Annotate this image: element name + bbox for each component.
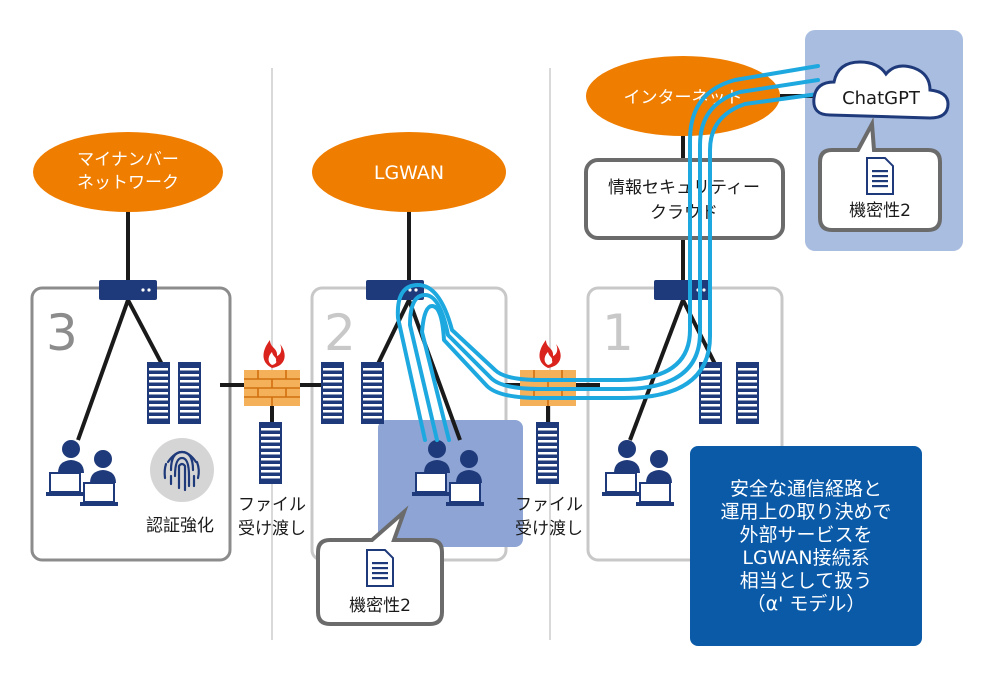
mynumber-network-label-2: ネットワーク — [77, 173, 179, 193]
document-icon — [866, 157, 894, 195]
switch-zone1 — [654, 280, 712, 300]
callout-line-5: 相当として扱う — [739, 570, 873, 592]
server-zone1-a — [699, 362, 722, 424]
zone2-doc-bubble: 機密性2 — [316, 505, 444, 626]
file-transfer-left-label-2: 受け渡し — [238, 519, 306, 539]
callout-line-2: 運用上の取り決めで — [720, 501, 892, 523]
internet-network-label: インターネット — [624, 88, 743, 108]
security-cloud-box: 情報セキュリティー クラウド — [584, 158, 785, 240]
security-cloud-label-2: クラウド — [650, 203, 718, 223]
callout-line-1: 安全な通信経路と — [729, 478, 882, 500]
server-zone1-b — [736, 362, 759, 424]
security-cloud-label-1: 情報セキュリティー — [608, 178, 760, 198]
server-transfer-left — [259, 422, 282, 484]
zone-number-2: 2 — [324, 304, 356, 362]
callout-line-4: LGWAN接続系 — [742, 547, 870, 569]
switch-zone3 — [99, 280, 157, 300]
file-transfer-left-label-1: ファイル — [238, 495, 306, 515]
file-transfer-right-label-2: 受け渡し — [515, 519, 583, 539]
model-callout-box — [690, 446, 922, 646]
fingerprint-icon — [150, 438, 214, 502]
callout-line-3: 外部サービスを — [739, 524, 873, 546]
server-zone2-a — [321, 362, 344, 424]
document-icon — [366, 549, 394, 587]
server-transfer-right — [536, 422, 559, 484]
users-zone1 — [602, 440, 674, 506]
secure-communication-path — [395, 64, 820, 442]
mynumber-network: マイナンバー ネットワーク — [33, 132, 223, 212]
model-callout-text: 安全な通信経路と 運用上の取り決めで 外部サービスを LGWAN接続系 相当とし… — [693, 478, 919, 616]
chatgpt-doc-label: 機密性2 — [849, 201, 911, 221]
lgwan-network-label: LGWAN — [374, 162, 444, 184]
zone-number-3: 3 — [46, 304, 78, 362]
zone2-links — [373, 299, 462, 441]
file-transfer-right-label-1: ファイル — [515, 495, 583, 515]
server-zone3-b — [178, 362, 201, 424]
firewall-left-icon — [243, 339, 301, 407]
internet-network: インターネット — [586, 56, 780, 136]
chatgpt-doc-bubble: 機密性2 — [818, 117, 942, 232]
auth-label: 認証強化 — [146, 516, 214, 536]
callout-line-6: （α' モデル） — [746, 593, 866, 615]
chatgpt-cloud: ChatGPT — [812, 60, 950, 120]
zone-number-1: 1 — [602, 304, 634, 362]
mynumber-network-label-1: マイナンバー — [77, 150, 179, 170]
users-zone3 — [46, 440, 118, 506]
chatgpt-label: ChatGPT — [842, 88, 921, 109]
lgwan-network: LGWAN — [312, 132, 506, 212]
server-zone3-a — [147, 362, 170, 424]
zone3-links — [76, 299, 167, 441]
zone2-doc-label: 機密性2 — [349, 596, 411, 616]
server-zone2-b — [361, 362, 384, 424]
